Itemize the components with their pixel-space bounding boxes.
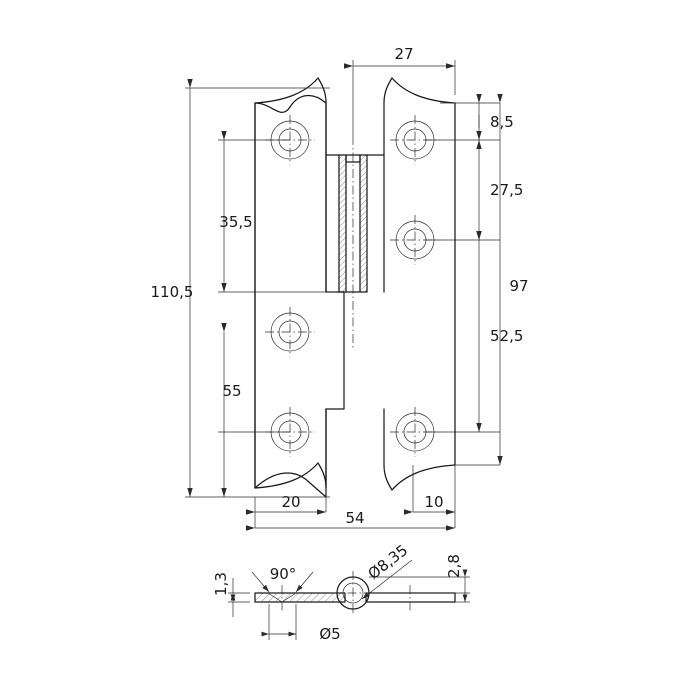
dimension-knuckle-dia: Ø8,35 xyxy=(361,541,413,600)
left-leaf-outline-detail xyxy=(254,77,327,489)
dimension-90-deg: 90° xyxy=(251,565,314,593)
dimension-hole-dia-label: Ø5 xyxy=(319,625,340,643)
right-leaf-body xyxy=(383,77,456,491)
dimension-1-3: 1,3 xyxy=(212,572,236,617)
dimension-27: 27 xyxy=(344,45,455,69)
dimension-2-8-label: 2,8 xyxy=(445,554,463,578)
dimension-97-label: 97 xyxy=(509,277,528,295)
dimension-35-5-label: 35,5 xyxy=(219,213,252,231)
dimension-hole-dia: Ø5 xyxy=(261,625,341,643)
dimension-10: 10 xyxy=(404,493,455,515)
dimension-90-deg-label: 90° xyxy=(270,565,297,583)
section-plate xyxy=(254,592,456,603)
extension-lines xyxy=(185,60,500,528)
dimension-20: 20 xyxy=(246,493,326,515)
dimension-110-5: 110,5 xyxy=(151,79,194,497)
dimension-27-label: 27 xyxy=(394,45,413,63)
dimension-8-5-label: 8,5 xyxy=(490,113,514,131)
dimension-52-5-label: 52,5 xyxy=(490,327,523,345)
section-knuckle-circle xyxy=(331,571,375,615)
dimension-10-label: 10 xyxy=(424,493,443,511)
hinge-knuckle-section xyxy=(325,154,385,293)
dimension-27-5-label: 27,5 xyxy=(490,181,523,199)
dimension-27-5: 27,5 xyxy=(476,131,523,240)
dimension-55: 55 xyxy=(221,323,242,497)
dimension-20-label: 20 xyxy=(281,493,300,511)
dimension-97: 97 xyxy=(497,94,529,465)
dimension-55-label: 55 xyxy=(222,382,241,400)
dimension-35-5: 35,5 xyxy=(219,131,253,292)
dimension-54: 54 xyxy=(246,509,455,531)
left-leaf-body xyxy=(254,95,345,498)
dimension-54-label: 54 xyxy=(345,509,364,527)
screw-hole-left-middle xyxy=(265,307,315,357)
dimension-110-5-label: 110,5 xyxy=(151,283,194,301)
dimension-8-5: 8,5 xyxy=(476,94,514,149)
dimension-1-3-label: 1,3 xyxy=(212,572,230,596)
dimension-2-8: 2,8 xyxy=(445,554,468,602)
dimension-52-5: 52,5 xyxy=(476,231,523,432)
